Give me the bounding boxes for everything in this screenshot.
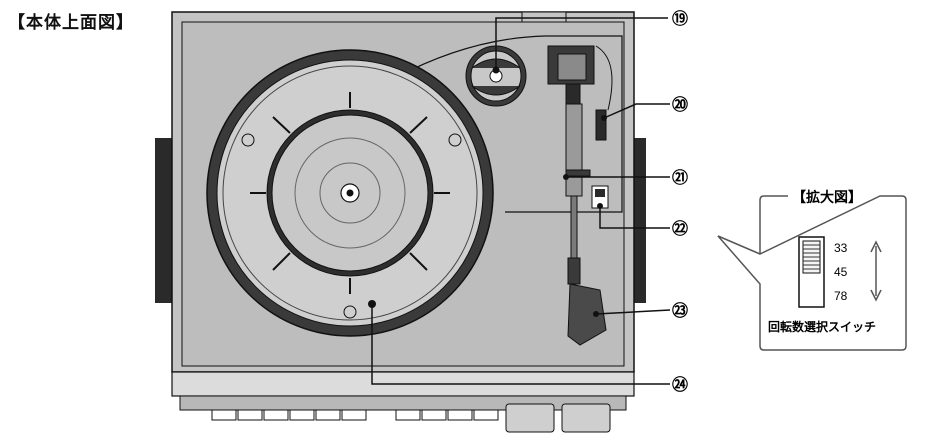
- callout-20: ⑳: [672, 95, 688, 114]
- platter: [206, 49, 494, 337]
- callout-lines: [371, 17, 671, 385]
- front-base: [179, 395, 627, 411]
- front-knob-left: [505, 403, 555, 433]
- zoom-title: 【拡大図】: [792, 189, 862, 206]
- callout-22: ㉒: [672, 219, 688, 238]
- speed-label-33: 33: [834, 241, 848, 255]
- callout-dots: [368, 66, 607, 317]
- left-side-panel: [155, 138, 175, 303]
- cue-wire: [595, 45, 613, 111]
- zoom-box: 【拡大図】 33 45 78 回転数選択スイッチ: [717, 189, 907, 351]
- speed-label-78: 78: [834, 289, 848, 303]
- front-buttons: [211, 409, 499, 421]
- switch-grip: [802, 240, 821, 274]
- front-knob-right: [561, 403, 611, 433]
- arrow-down-icon: [870, 289, 882, 302]
- cue-lever: [595, 109, 607, 141]
- speed-switch-knob: [595, 189, 605, 197]
- page-title: 【本体上面図】: [8, 13, 134, 33]
- speed-label-45: 45: [834, 265, 848, 279]
- top-notch: [521, 11, 567, 23]
- callout-21: ㉑: [672, 168, 688, 187]
- switch-caption: 回転数選択スイッチ: [768, 319, 876, 334]
- callout-19: ⑲: [672, 9, 688, 28]
- arrow-up-icon: [870, 240, 882, 253]
- callout-23: ㉓: [672, 301, 688, 320]
- callout-24: ㉔: [672, 375, 688, 394]
- tonearm: [547, 45, 607, 346]
